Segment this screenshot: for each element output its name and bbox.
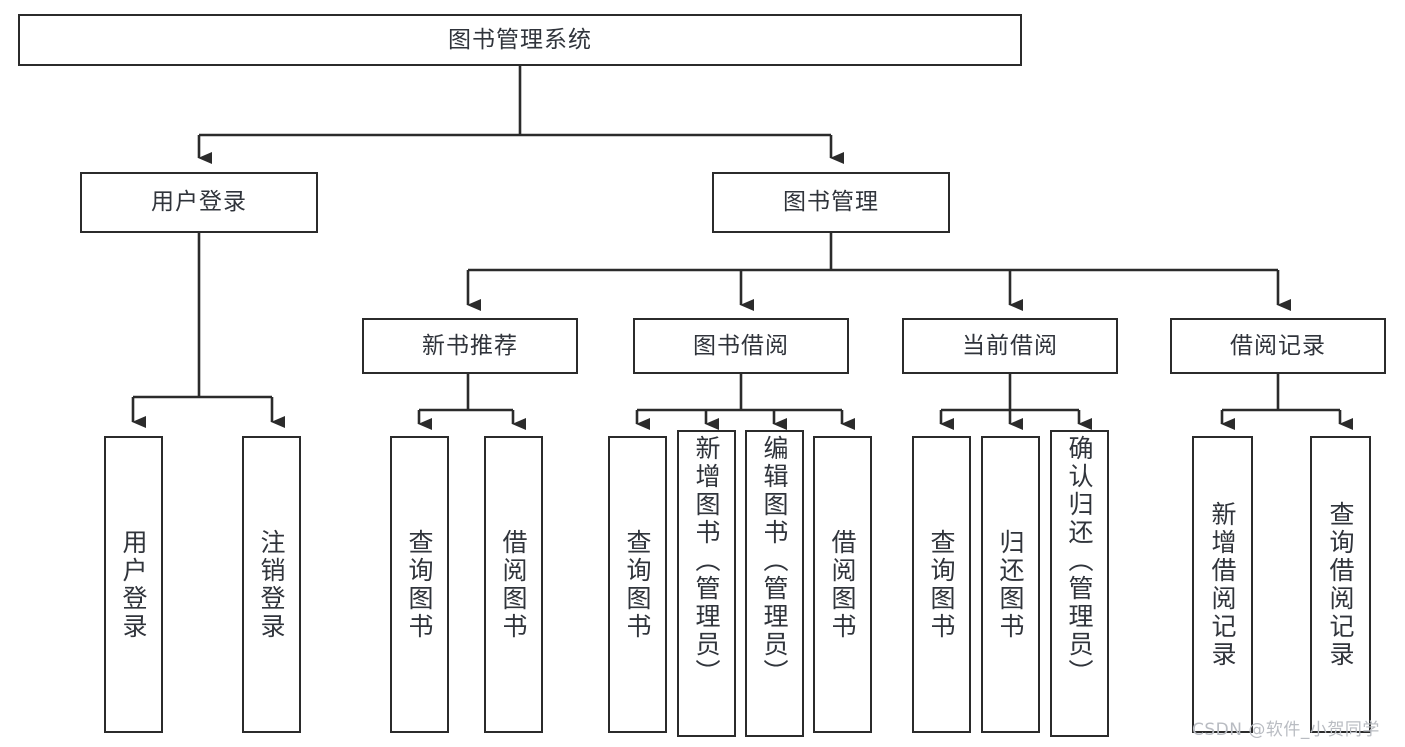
leaf-borrow-query-book[interactable]: 查询图书 (608, 436, 667, 733)
leaf-current-query-book[interactable]: 查询图书 (912, 436, 971, 733)
watermark-text: CSDN @软件_小贺同学 (1192, 720, 1380, 740)
node-label: 新增图书（管理员） (692, 435, 721, 687)
node-label: 编辑图书（管理员） (760, 435, 789, 687)
node-book-borrow[interactable]: 图书借阅 (633, 318, 849, 374)
node-label: 新增借阅记录 (1208, 500, 1237, 669)
node-current-borrow[interactable]: 当前借阅 (902, 318, 1118, 374)
leaf-record-add-borrow-record[interactable]: 新增借阅记录 (1192, 436, 1253, 733)
leaf-borrow-borrow-book[interactable]: 借阅图书 (813, 436, 872, 733)
node-label: 注销登录 (257, 528, 286, 641)
leaf-user-logout[interactable]: 注销登录 (242, 436, 301, 733)
node-label: 用户登录 (151, 189, 247, 216)
node-borrow-record[interactable]: 借阅记录 (1170, 318, 1386, 374)
node-label: 借阅图书 (828, 528, 857, 641)
node-label: 归还图书 (996, 528, 1025, 641)
node-label: 当前借阅 (962, 332, 1058, 359)
leaf-current-return-book[interactable]: 归还图书 (981, 436, 1040, 733)
node-label: 图书管理 (783, 189, 879, 216)
node-label: 查询图书 (623, 528, 652, 641)
node-new-book-recommend[interactable]: 新书推荐 (362, 318, 578, 374)
node-label: 借阅记录 (1230, 332, 1326, 359)
leaf-borrow-add-book-admin[interactable]: 新增图书（管理员） (677, 430, 736, 737)
node-root-system[interactable]: 图书管理系统 (18, 14, 1022, 66)
node-label: 查询借阅记录 (1326, 500, 1355, 669)
node-label: 图书管理系统 (448, 26, 592, 53)
node-label: 查询图书 (405, 528, 434, 641)
leaf-user-login[interactable]: 用户登录 (104, 436, 163, 733)
node-label: 借阅图书 (499, 528, 528, 641)
node-label: 新书推荐 (422, 332, 518, 359)
node-label: 确认归还（管理员） (1065, 435, 1094, 687)
node-label: 用户登录 (119, 528, 148, 641)
leaf-newbook-borrow-book[interactable]: 借阅图书 (484, 436, 543, 733)
node-label: 图书借阅 (693, 332, 789, 359)
node-book-management[interactable]: 图书管理 (712, 172, 950, 233)
leaf-newbook-query-book[interactable]: 查询图书 (390, 436, 449, 733)
leaf-borrow-edit-book-admin[interactable]: 编辑图书（管理员） (745, 430, 804, 737)
leaf-current-confirm-return-admin[interactable]: 确认归还（管理员） (1050, 430, 1109, 737)
node-label: 查询图书 (927, 528, 956, 641)
leaf-record-query-borrow-record[interactable]: 查询借阅记录 (1310, 436, 1371, 733)
node-user-login[interactable]: 用户登录 (80, 172, 318, 233)
